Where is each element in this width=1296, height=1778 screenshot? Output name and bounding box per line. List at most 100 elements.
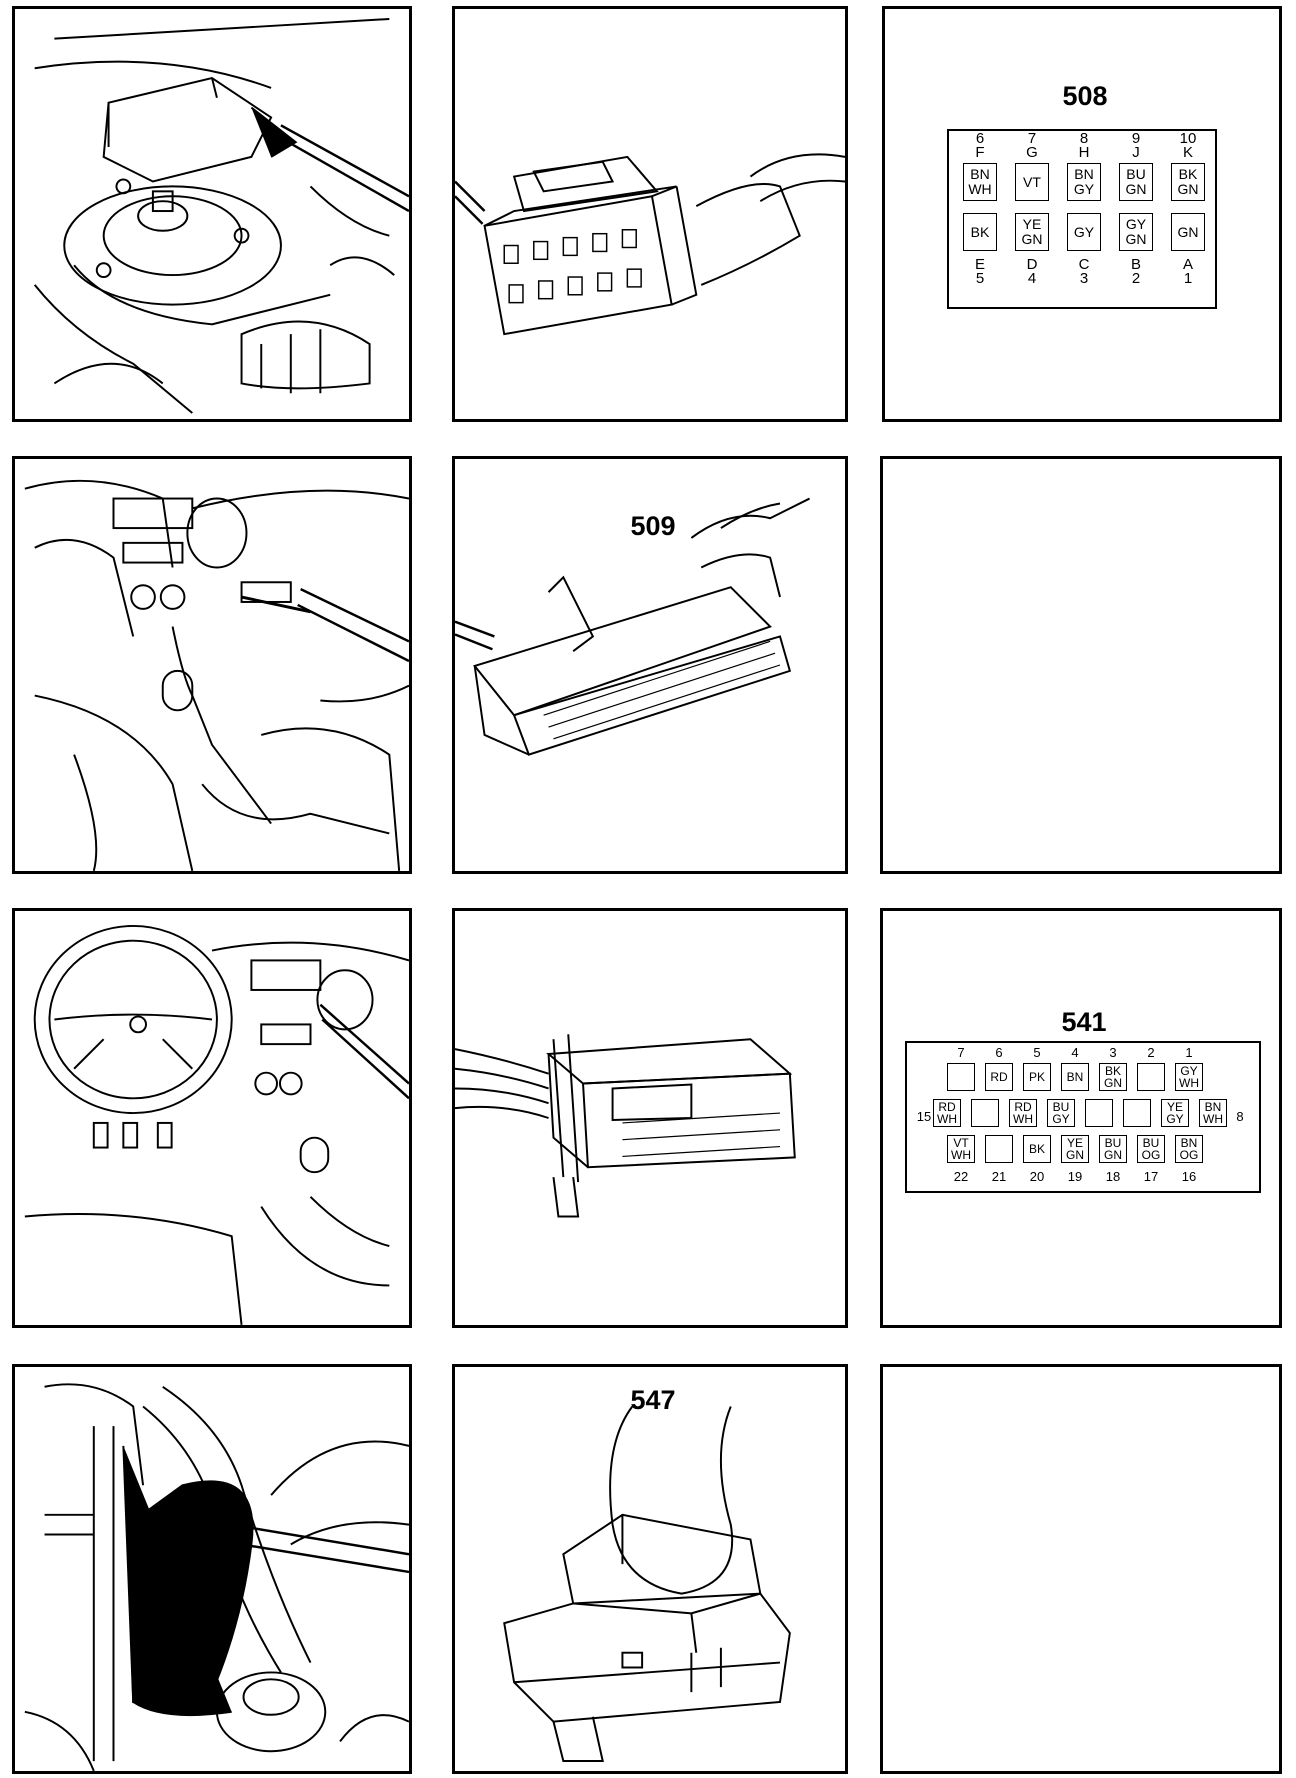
pin-cell xyxy=(1123,1099,1151,1127)
pin-color-code: VT xyxy=(953,1136,969,1150)
pin-letter: K xyxy=(1182,144,1193,161)
pin-number: 6 xyxy=(975,130,985,147)
pin-color-code: GY xyxy=(1180,1064,1198,1078)
pin-color-code: PK xyxy=(1028,1070,1045,1084)
pin-letter: J xyxy=(1132,144,1140,161)
pin-color-code: OG xyxy=(1179,1148,1199,1162)
pin-color-code: GY xyxy=(1073,223,1095,240)
pin-letter: E xyxy=(974,256,985,273)
pin-number: 1 xyxy=(1183,270,1193,287)
pin-cell: GY xyxy=(1067,213,1101,251)
pin-color-code: WH xyxy=(1179,1076,1199,1090)
pin-color-code: BN xyxy=(970,166,990,182)
pin-color-code: OG xyxy=(1141,1148,1161,1162)
pin-color-code: RD xyxy=(1014,1100,1032,1114)
pin-letter: H xyxy=(1078,144,1090,161)
pin-number: 3 xyxy=(1109,1045,1117,1060)
pin-color-code: WH xyxy=(1203,1112,1223,1126)
pin-letter: A xyxy=(1182,256,1193,273)
pin-letter: B xyxy=(1130,256,1141,273)
pin-color-code: BK xyxy=(1104,1064,1121,1078)
pin-number: 21 xyxy=(991,1169,1007,1184)
pin-number: 4 xyxy=(1071,1045,1079,1060)
pin-color-code: BN xyxy=(1066,1070,1084,1084)
dashboard-illustration xyxy=(24,479,409,871)
pin-color-code: YE xyxy=(1022,216,1042,232)
empty-panel-547 xyxy=(880,1364,1282,1774)
pin-color-code: GN xyxy=(1104,1148,1122,1162)
connector-number-547: 547 xyxy=(630,1385,676,1415)
pin-number: 10 xyxy=(1179,130,1197,147)
pin-color-code: GN xyxy=(1177,223,1199,240)
steering-wheel-illustration xyxy=(24,924,409,1325)
pin-color-code: GY xyxy=(1166,1112,1184,1126)
pin-number: 3 xyxy=(1079,270,1089,287)
pin-color-code: GN xyxy=(1177,181,1199,197)
pin-color-code: BK xyxy=(970,223,990,240)
pin-number: 18 xyxy=(1105,1169,1121,1184)
pin-color-code: WH xyxy=(1013,1112,1033,1126)
connector-number-541: 541 xyxy=(1061,1007,1107,1037)
pin-color-code: YE xyxy=(1166,1100,1183,1114)
pin-number: 2 xyxy=(1131,270,1141,287)
pin-number: 22 xyxy=(953,1169,969,1184)
pin-number: 7 xyxy=(1027,130,1037,147)
pin-color-code: BN xyxy=(1074,166,1094,182)
dashboard-location-509 xyxy=(12,456,412,874)
pin-number: 8 xyxy=(1236,1109,1244,1124)
pin-color-code: VT xyxy=(1023,173,1041,190)
pin-cell: RD xyxy=(985,1063,1013,1091)
connector-547-drawing xyxy=(503,1405,791,1763)
pin-number: 20 xyxy=(1029,1169,1045,1184)
pin-number: 16 xyxy=(1181,1169,1197,1184)
pin-color-code: GN xyxy=(1066,1148,1084,1162)
pin-cell xyxy=(985,1135,1013,1163)
connector-number-509: 509 xyxy=(630,511,676,541)
pin-number: 7 xyxy=(957,1045,965,1060)
pin-color-code: BU xyxy=(1052,1100,1070,1114)
pin-color-code: RD xyxy=(938,1100,956,1114)
pin-color-code: BU xyxy=(1142,1136,1160,1150)
pin-cell xyxy=(947,1063,975,1091)
pin-cell: BK xyxy=(963,213,997,251)
connector-view-509: 509 xyxy=(452,456,848,874)
pin-color-code: GN xyxy=(1021,231,1043,247)
pin-number: 4 xyxy=(1027,270,1037,287)
pin-letter: C xyxy=(1078,256,1090,273)
pin-number: 17 xyxy=(1143,1169,1159,1184)
connector-508-drawing xyxy=(455,153,845,336)
pin-letter: D xyxy=(1026,256,1038,273)
pin-color-code: BN xyxy=(1204,1100,1222,1114)
pin-number: 9 xyxy=(1131,130,1141,147)
pin-color-code: BK xyxy=(1178,166,1198,182)
pin-color-code: BK xyxy=(1028,1142,1045,1156)
empty-panel-509 xyxy=(880,456,1282,874)
pin-number: 8 xyxy=(1079,130,1089,147)
pin-letter: G xyxy=(1026,144,1038,161)
pin-number: 2 xyxy=(1147,1045,1155,1060)
engine-bay-location-547 xyxy=(12,1364,412,1774)
pin-color-code: BU xyxy=(1104,1136,1122,1150)
pin-color-code: WH xyxy=(951,1148,971,1162)
connector-509-drawing xyxy=(455,497,810,756)
pin-cell: PK xyxy=(1023,1063,1051,1091)
pin-color-code: GY xyxy=(1073,181,1095,197)
pin-color-code: GY xyxy=(1125,216,1147,232)
pin-color-code: BU xyxy=(1126,166,1146,182)
engine-bay-547-illustration xyxy=(24,1383,409,1771)
dashboard-location-541 xyxy=(12,908,412,1328)
